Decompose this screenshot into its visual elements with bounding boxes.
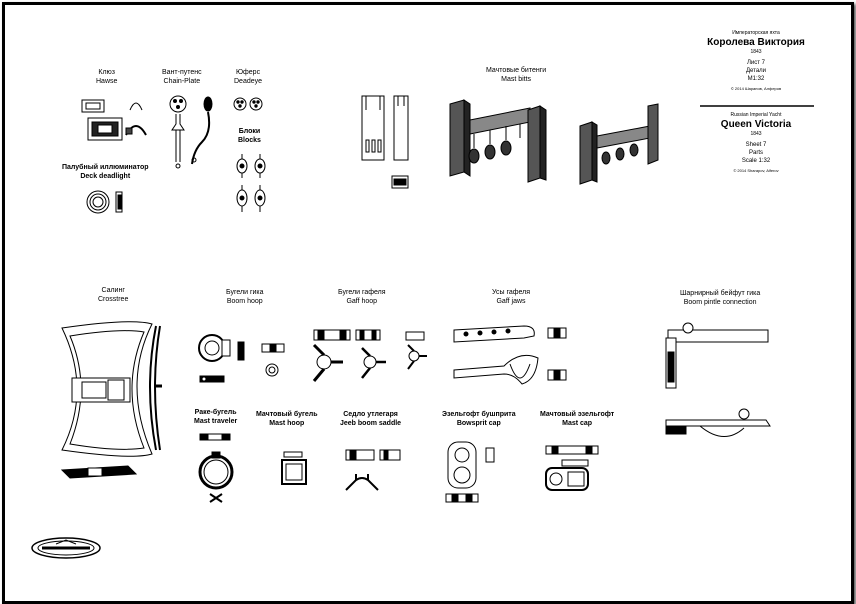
hawse-label: Клюз Hawse [96, 68, 117, 86]
title-block-ru-year: 1843 [750, 49, 762, 55]
crosstree-label-ru: Салинг [101, 287, 125, 294]
bowsprit-cap-label-en: Bowsprit cap [456, 420, 501, 427]
bowsprit-cap-label: Эзельгофт бушприта Bowsprit cap [442, 410, 516, 428]
deck-deadlight-drawing [86, 190, 123, 214]
gaff-hoop-label-ru: Бугели гафеля [338, 289, 386, 296]
title-block-en-subtitle: Russian Imperial Yacht [730, 112, 782, 118]
title-block-en: Russian Imperial Yacht Queen Victoria 18… [704, 112, 808, 174]
mast-cap-label: Мачтовый эзельгофт Mast cap [540, 410, 614, 428]
deadeye-label-ru: Юферс [235, 69, 261, 76]
title-block-ru-scale: М1:32 [747, 76, 765, 82]
title-block-ru-content: Детали [745, 68, 767, 74]
title-block-en-sheet: Sheet 7 [745, 142, 767, 148]
crosstree-drawing [60, 321, 162, 479]
bowsprit-cap-label-ru: Эзельгофт бушприта [442, 411, 516, 418]
mast-bitts-drawing [449, 99, 659, 185]
title-block-ru-subtitle: Императорская яхта [732, 30, 780, 36]
mast-cap-label-en: Mast cap [562, 420, 593, 427]
jeeb-boom-saddle-label: Седло утлегаря Jeeb boom saddle [340, 410, 401, 428]
boom-pintle-label-en: Boom pintle connection [683, 299, 757, 306]
chain-plate-drawing [169, 95, 213, 169]
publisher-logo [31, 537, 101, 559]
title-block-ru-sheet: Лист 7 [746, 60, 766, 66]
chain-plate-label-en: Chain-Plate [163, 78, 201, 85]
mast-traveler-label-ru: Раке-бугель [194, 409, 237, 416]
boom-pintle-label-ru: Шарнирный бейфут гика [680, 290, 761, 297]
title-block-ru: Императорская яхта Королева Виктория 184… [704, 30, 808, 92]
mast-traveler-label-en: Mast traveler [194, 418, 238, 425]
title-block-ru-title: Королева Виктория [707, 37, 805, 48]
title-block-en-scale: Scale 1:32 [741, 158, 771, 164]
blocks-label-ru: Блоки [238, 128, 261, 135]
bowsprit-cap-drawing [445, 441, 495, 503]
crosstree-label: Салинг Crosstree [98, 286, 128, 304]
mast-bitts-label-en: Mast bitts [501, 76, 532, 83]
chain-plate-label-ru: Вант-путенс [162, 69, 202, 76]
gaff-hoop-drawing [312, 329, 427, 382]
title-block-en-copyright: © 2014 Sharapov, Alferov [733, 168, 779, 173]
boom-hoop-label-ru: Бугели гика [226, 289, 264, 296]
mast-hoop-label: Мачтовый бугель Mast hoop [256, 410, 318, 428]
deadeye-label-en: Deadeye [234, 78, 263, 85]
deck-deadlight-label-ru: Палубный иллюминатор [62, 164, 149, 171]
blocks-label: Блоки Blocks [238, 127, 261, 145]
gaff-hoop-label-en: Gaff hoop [346, 298, 378, 305]
blocks-label-en: Blocks [238, 137, 261, 144]
hawse-label-ru: Клюз [98, 69, 116, 76]
hawse-drawing [81, 99, 147, 141]
gaff-jaws-label: Усы гафеля Gaff jaws [492, 288, 530, 306]
gaff-jaws-label-en: Gaff jaws [496, 298, 526, 305]
mast-bitts-label: Мачтовые битенги Mast bitts [486, 66, 546, 84]
mast-bitts-parts-drawing [361, 95, 409, 189]
jeeb-boom-saddle-label-ru: Седло утлегаря [343, 411, 398, 418]
hawse-label-en: Hawse [96, 78, 118, 85]
title-block-ru-copyright: © 2014 Шарапов, Алферов [730, 86, 782, 91]
chain-plate-label: Вант-путенс Chain-Plate [162, 68, 202, 86]
boom-pintle-label: Шарнирный бейфут гика Boom pintle connec… [680, 289, 760, 307]
boom-hoop-label-en: Boom hoop [226, 298, 263, 305]
mast-traveler-label: Раке-бугель Mast traveler [194, 408, 237, 426]
title-block-en-year: 1843 [750, 131, 762, 137]
mast-cap-drawing [545, 445, 599, 491]
mast-traveler-drawing [198, 433, 234, 503]
deadeye-drawing [233, 97, 263, 111]
boom-hoop-label: Бугели гика Boom hoop [226, 288, 264, 306]
boom-pintle-drawing [665, 322, 771, 437]
title-block-en-title: Queen Victoria [720, 119, 792, 130]
mast-hoop-drawing [281, 451, 307, 485]
blocks-drawing [236, 154, 266, 212]
deck-deadlight-label-en: Deck deadlight [80, 173, 131, 180]
deck-deadlight-label: Палубный иллюминатор Deck deadlight [62, 163, 149, 181]
boom-hoop-drawing [198, 334, 285, 383]
gaff-jaws-drawing [453, 325, 567, 385]
mast-hoop-label-ru: Мачтовый бугель [256, 411, 318, 418]
gaff-hoop-label: Бугели гафеля Gaff hoop [338, 288, 386, 306]
crosstree-label-en: Crosstree [98, 296, 129, 303]
gaff-jaws-label-ru: Усы гафеля [492, 289, 531, 296]
jeeb-boom-saddle-drawing [345, 449, 401, 491]
jeeb-boom-saddle-label-en: Jeeb boom saddle [340, 420, 402, 427]
mast-bitts-label-ru: Мачтовые битенги [486, 67, 547, 74]
deadeye-label: Юферс Deadeye [234, 68, 262, 86]
mast-cap-label-ru: Мачтовый эзельгофт [540, 411, 615, 418]
title-block-en-content: Parts [748, 150, 763, 156]
mast-hoop-label-en: Mast hoop [269, 420, 305, 427]
